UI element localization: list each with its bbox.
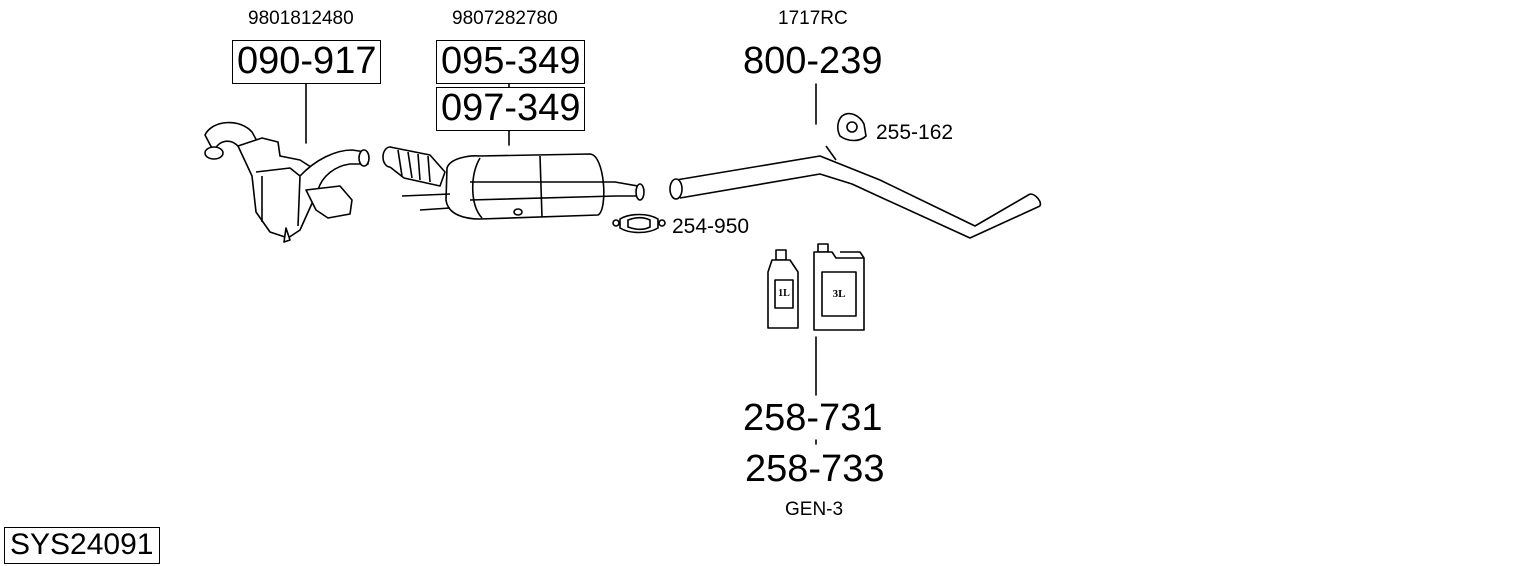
additive-type-label: GEN-3 [785,499,844,520]
catalyst-drawing [204,121,370,243]
part-number-catalyst[interactable]: 090-917 [232,40,382,84]
hanger-drawing [837,112,867,142]
part-number-clamp[interactable]: 254-950 [672,215,750,238]
part-number-hanger[interactable]: 255-162 [876,121,954,144]
part-number-additive-3l[interactable]: 258-733 [745,448,885,490]
dpf-drawing [382,146,645,220]
rear-pipe-drawing [669,145,1042,239]
oem-number-dpf: 9807282780 [452,8,558,29]
part-number-additive-1l[interactable]: 258-731 [743,397,883,439]
bottle-label-3l: 3L [832,288,846,300]
bottle-label-1l: 1L [778,288,790,299]
system-code: SYS24091 [4,527,161,564]
bottle-1l-drawing [767,249,799,329]
part-number-dpf-a[interactable]: 095-349 [436,40,586,84]
part-number-dpf-b[interactable]: 097-349 [436,87,586,131]
clamp-drawing [612,213,666,234]
oem-number-rear-pipe: 1717RC [778,8,848,29]
part-number-rear-pipe[interactable]: 800-239 [743,40,883,82]
oem-number-catalyst: 9801812480 [248,8,354,29]
canister-3l-drawing [813,243,865,331]
